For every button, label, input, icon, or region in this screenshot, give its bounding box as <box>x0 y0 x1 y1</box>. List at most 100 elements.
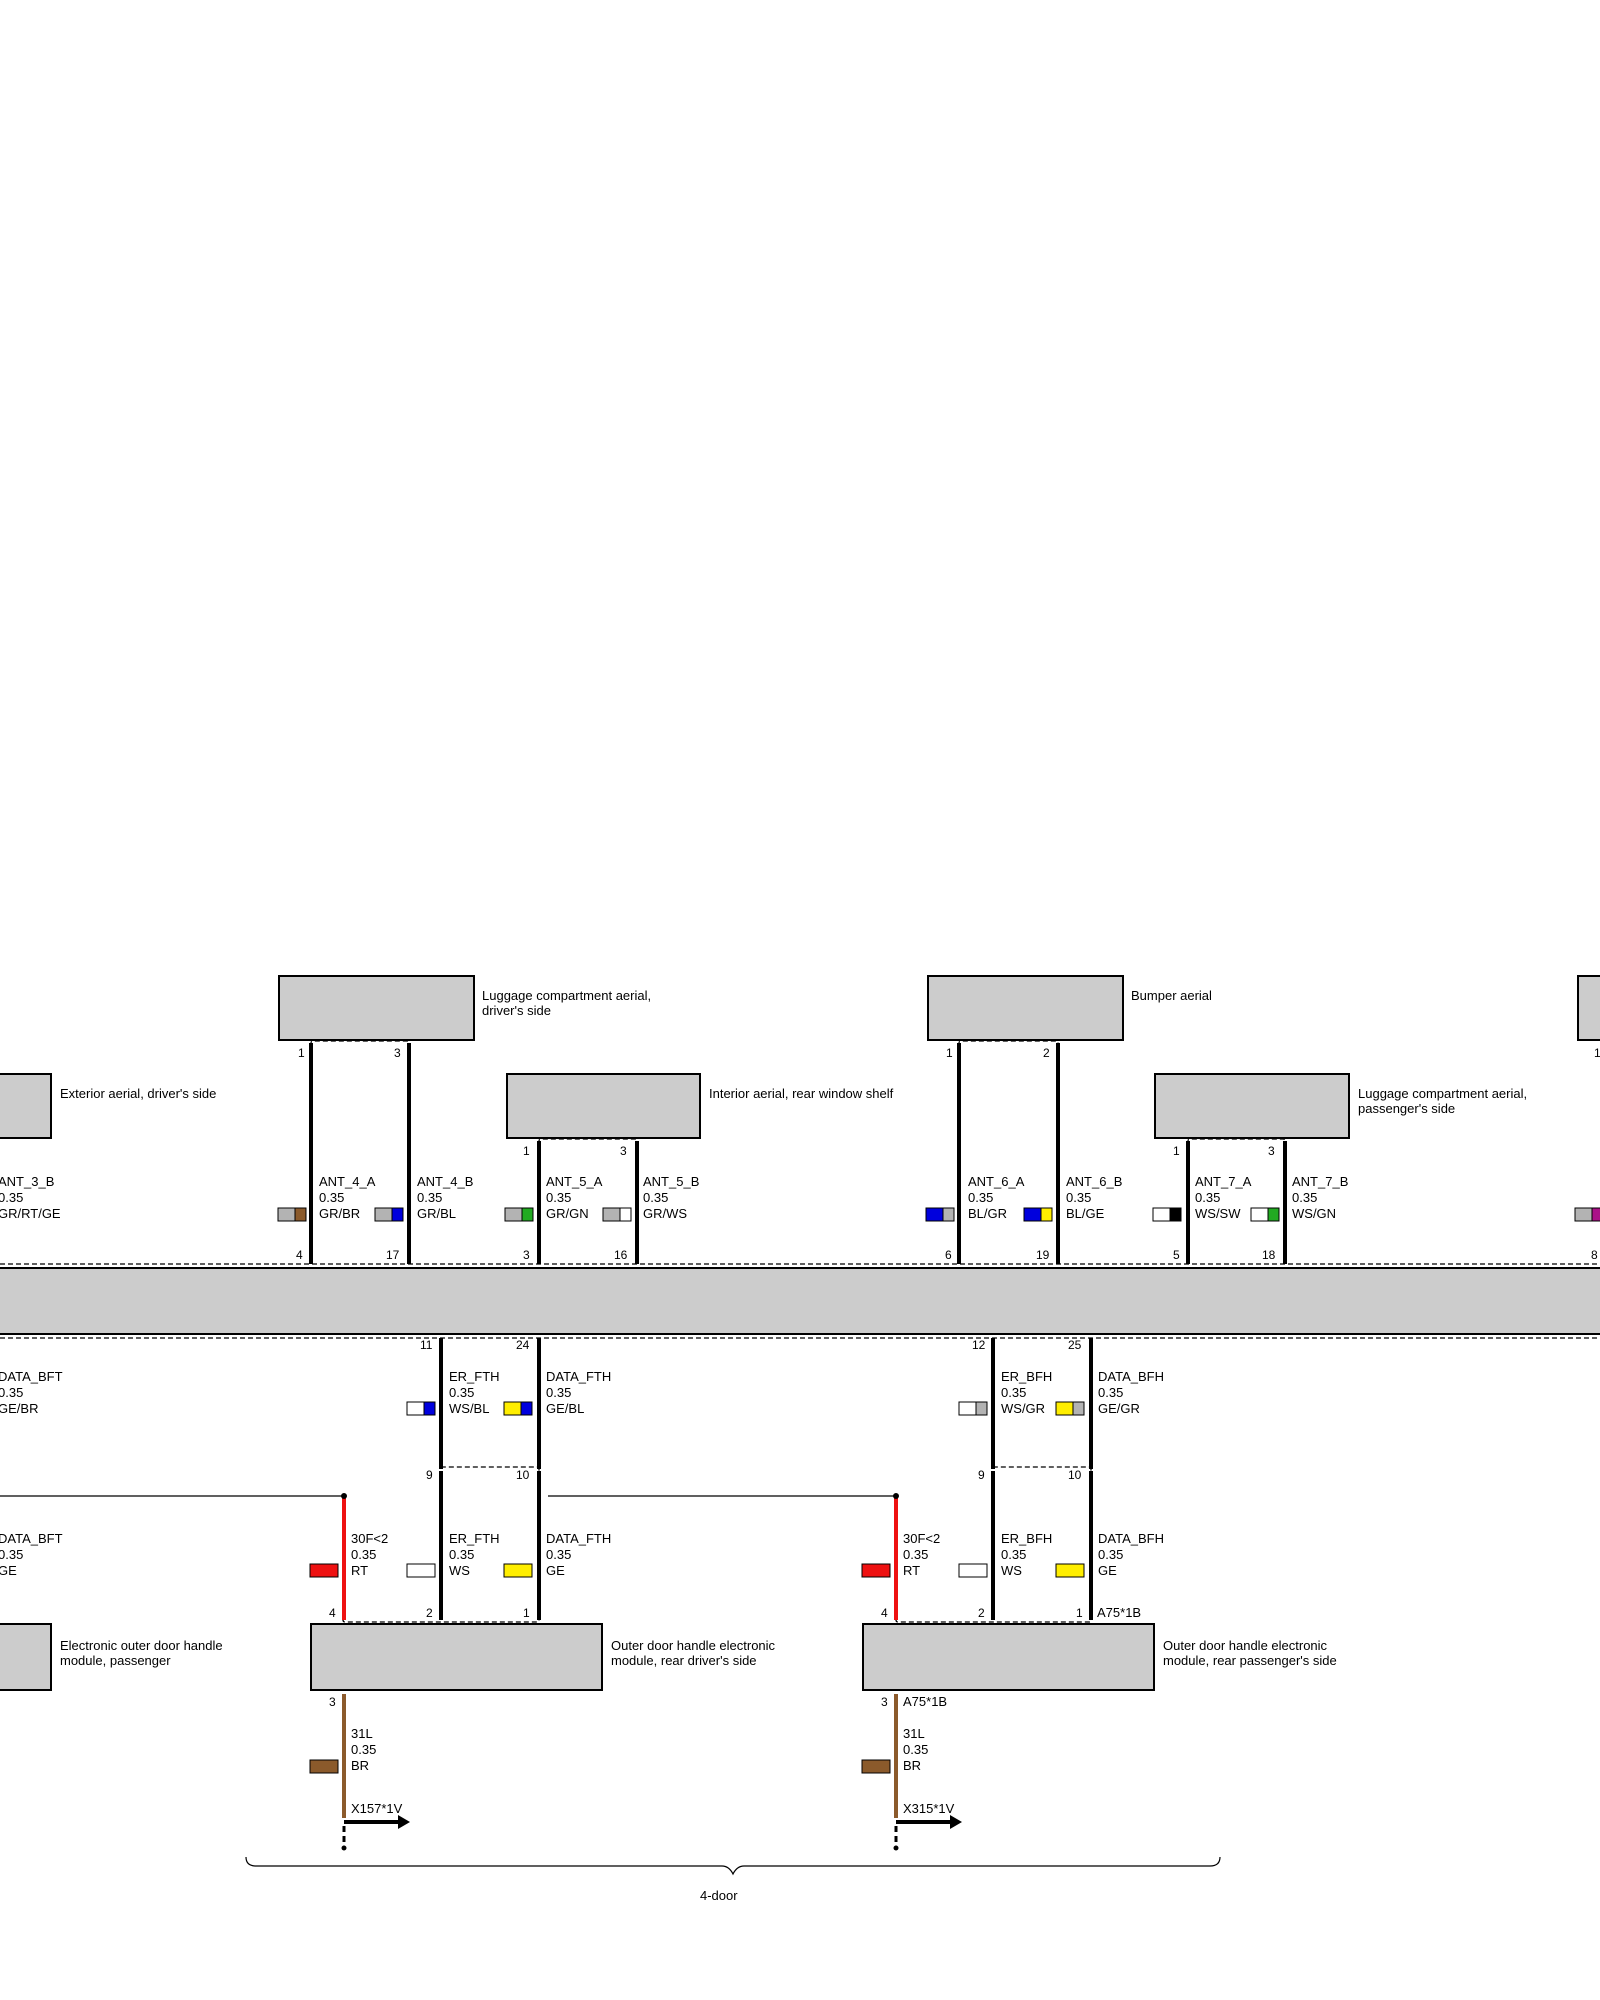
svg-text:GR/RT/GE: GR/RT/GE <box>0 1206 61 1221</box>
luggage-aerial-driver-box[interactable] <box>278 975 475 1041</box>
luggage-aerial-passenger-box[interactable] <box>1154 1073 1350 1139</box>
svg-text:ANT_6_B: ANT_6_B <box>1066 1174 1122 1189</box>
svg-text:GR/BR: GR/BR <box>319 1206 360 1221</box>
handle-module-passenger-box[interactable] <box>0 1623 52 1691</box>
pin: 25 <box>1068 1338 1082 1352</box>
pin: 4 <box>881 1606 888 1620</box>
wire-label-power-left: 30F<2 0.35 RT <box>351 1531 388 1578</box>
pin: 2 <box>978 1606 985 1620</box>
handle-module-rear-passenger-box[interactable] <box>862 1623 1155 1691</box>
pin: 8 <box>1591 1248 1598 1262</box>
wire-label-data-fth-1: DATA_FTH 0.35 GE/BL <box>546 1369 611 1416</box>
pin: 17 <box>386 1248 400 1262</box>
svg-text:0.35: 0.35 <box>546 1547 571 1562</box>
svg-text:ANT_5_A: ANT_5_A <box>546 1174 603 1189</box>
svg-text:0.35: 0.35 <box>546 1190 571 1205</box>
wire-label-ground-right: 31L 0.35 BR <box>903 1726 928 1773</box>
svg-text:ER_FTH: ER_FTH <box>449 1369 500 1384</box>
wires <box>309 1043 1287 1818</box>
wire-label-ant7a: ANT_7_A 0.35 WS/SW <box>1195 1174 1252 1221</box>
svg-text:30F<2: 30F<2 <box>903 1531 940 1546</box>
wire-label-er-bfh-1: ER_BFH 0.35 WS/GR <box>1001 1369 1052 1416</box>
svg-text:GE: GE <box>1098 1563 1117 1578</box>
exterior-aerial-driver-label: Exterior aerial, driver's side <box>60 1086 216 1101</box>
svg-text:DATA_BFH: DATA_BFH <box>1098 1531 1164 1546</box>
pin: 10 <box>516 1468 530 1482</box>
handle-module-rear-driver-box[interactable] <box>310 1623 603 1691</box>
pin: 18 <box>1262 1248 1276 1262</box>
pin: 2 <box>1043 1046 1050 1060</box>
pin: 1 <box>523 1144 530 1158</box>
svg-text:0.35: 0.35 <box>449 1385 474 1400</box>
svg-text:BR: BR <box>351 1758 369 1773</box>
pin: 1 <box>1173 1144 1180 1158</box>
pin: 1 <box>1076 1606 1083 1620</box>
svg-text:0.35: 0.35 <box>1066 1190 1091 1205</box>
svg-text:ER_FTH: ER_FTH <box>449 1531 500 1546</box>
svg-text:DATA_BFH: DATA_BFH <box>1098 1369 1164 1384</box>
svg-text:0.35: 0.35 <box>417 1190 442 1205</box>
svg-text:GE/GR: GE/GR <box>1098 1401 1140 1416</box>
wire-label-ground-left: 31L 0.35 BR <box>351 1726 376 1773</box>
pin: 3 <box>881 1695 888 1709</box>
wire-label-ant5a: ANT_5_A 0.35 GR/GN <box>546 1174 603 1221</box>
svg-text:WS: WS <box>449 1563 470 1578</box>
svg-text:GE/BL: GE/BL <box>546 1401 584 1416</box>
luggage-aerial-driver-label: Luggage compartment aerial, driver's sid… <box>482 988 655 1018</box>
svg-text:BL/GR: BL/GR <box>968 1206 1007 1221</box>
svg-text:0.35: 0.35 <box>1098 1547 1123 1562</box>
pin: 4 <box>296 1248 303 1262</box>
pin: 1 <box>523 1606 530 1620</box>
wire-label-data-bfh-1: DATA_BFH 0.35 GE/GR <box>1098 1369 1164 1416</box>
svg-text:WS/SW: WS/SW <box>1195 1206 1241 1221</box>
svg-text:GE: GE <box>0 1563 17 1578</box>
svg-text:ANT_4_A: ANT_4_A <box>319 1174 376 1189</box>
pin: 10 <box>1068 1468 1082 1482</box>
pin-numbers: 1 3 1 2 1 1 3 1 3 4 17 3 16 6 19 5 18 8 … <box>296 1046 1600 1709</box>
handle-module-rear-driver-label: Outer door handle electronic module, rea… <box>611 1638 779 1668</box>
svg-text:0.35: 0.35 <box>1001 1547 1026 1562</box>
luggage-aerial-passenger-label: Luggage compartment aerial, passenger's … <box>1358 1086 1531 1116</box>
pin: 16 <box>614 1248 628 1262</box>
svg-text:ANT_7_B: ANT_7_B <box>1292 1174 1348 1189</box>
svg-text:WS: WS <box>1001 1563 1022 1578</box>
svg-text:ER_BFH: ER_BFH <box>1001 1369 1052 1384</box>
svg-text:30F<2: 30F<2 <box>351 1531 388 1546</box>
pin: 3 <box>329 1695 336 1709</box>
svg-text:0.35: 0.35 <box>546 1385 571 1400</box>
wire-label-ant5b: ANT_5_B 0.35 GR/WS <box>643 1174 699 1221</box>
svg-text:DATA_FTH: DATA_FTH <box>546 1531 611 1546</box>
bumper-aerial-box[interactable] <box>927 975 1124 1041</box>
pin: 4 <box>329 1606 336 1620</box>
pin: 3 <box>1268 1144 1275 1158</box>
ground-continuation-right <box>893 1815 962 1851</box>
svg-text:0.35: 0.35 <box>643 1190 668 1205</box>
svg-text:GE/BR: GE/BR <box>0 1401 38 1416</box>
wire-label-ant4b: ANT_4_B 0.35 GR/BL <box>417 1174 473 1221</box>
dashed-connector-lines <box>0 1040 1600 1623</box>
interior-aerial-rear-label: Interior aerial, rear window shelf <box>709 1086 894 1101</box>
right-component-box[interactable] <box>1577 975 1600 1041</box>
svg-text:0.35: 0.35 <box>351 1742 376 1757</box>
pin: 3 <box>620 1144 627 1158</box>
svg-text:0.35: 0.35 <box>1195 1190 1220 1205</box>
pin: 24 <box>516 1338 530 1352</box>
control-unit-box[interactable] <box>0 1267 1600 1335</box>
svg-text:31L: 31L <box>903 1726 925 1741</box>
variant-label: 4-door <box>700 1888 738 1903</box>
interior-aerial-rear-box[interactable] <box>506 1073 701 1139</box>
wire-label-data-bft-2: DATA_BFT 0.35 GE <box>0 1531 63 1578</box>
pin: 9 <box>426 1468 433 1482</box>
svg-text:0.35: 0.35 <box>0 1190 23 1205</box>
luggage-aerial-driver-label-line1: Luggage compartment aerial, <box>482 988 651 1003</box>
svg-text:GR/BL: GR/BL <box>417 1206 456 1221</box>
svg-text:GE: GE <box>546 1563 565 1578</box>
svg-text:ANT_7_A: ANT_7_A <box>1195 1174 1252 1189</box>
svg-text:DATA_BFT: DATA_BFT <box>0 1531 63 1546</box>
pin: 19 <box>1036 1248 1050 1262</box>
svg-text:0.35: 0.35 <box>0 1385 23 1400</box>
wire-label-ant3b: ANT_3_B 0.35 GR/RT/GE <box>0 1174 61 1221</box>
wire-label-ant6a: ANT_6_A 0.35 BL/GR <box>968 1174 1025 1221</box>
exterior-aerial-driver-box[interactable] <box>0 1073 52 1139</box>
pin: 12 <box>972 1338 986 1352</box>
